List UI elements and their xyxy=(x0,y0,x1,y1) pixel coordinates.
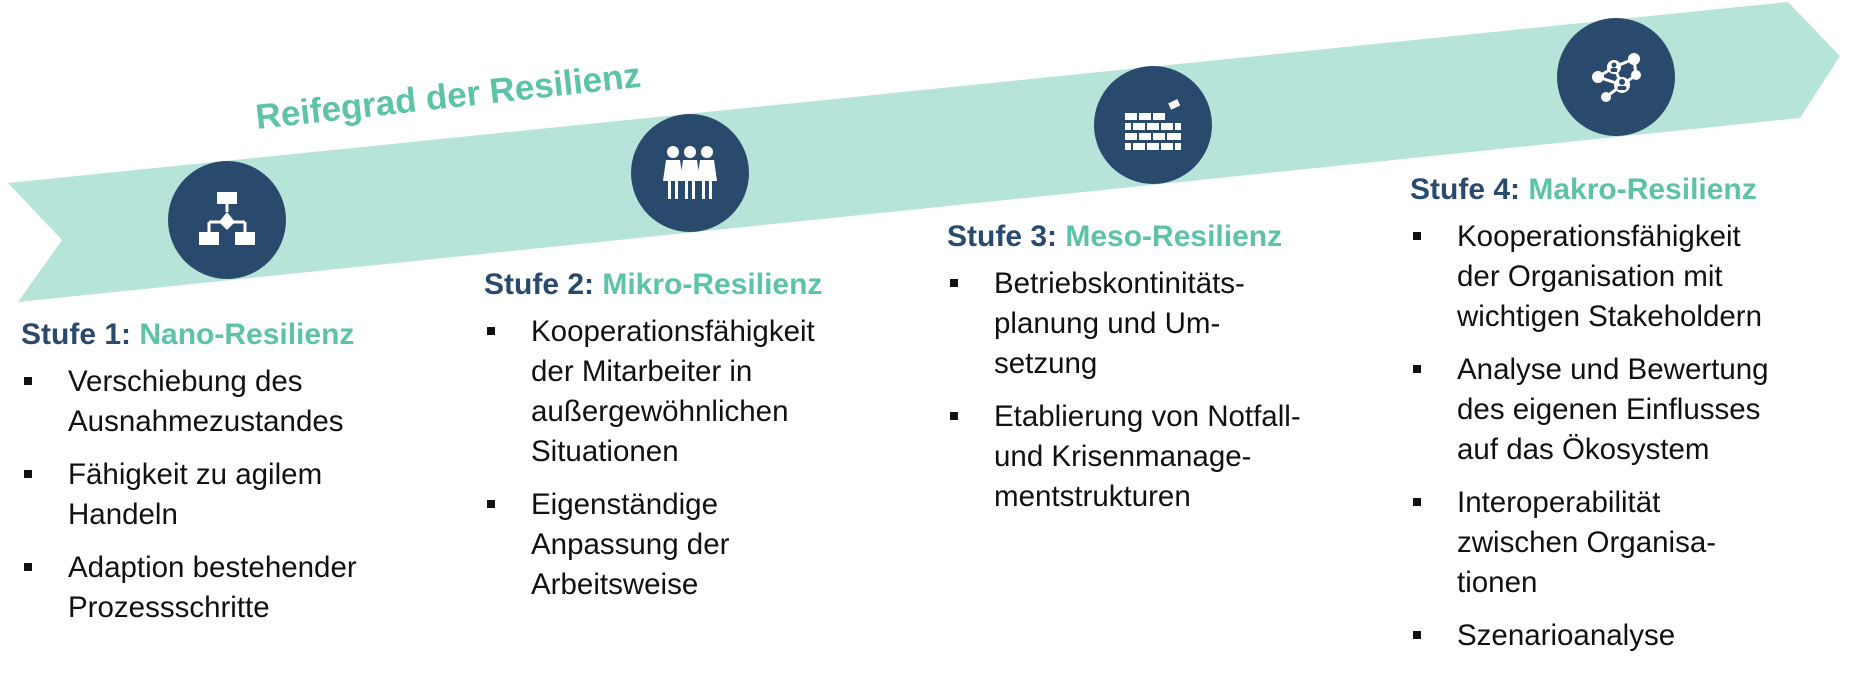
maturity-arrow-shape xyxy=(8,2,1840,302)
stage-2-icon-circle xyxy=(631,114,749,232)
stage-2: Stufe 2: Mikro-Resilienz Kooperationsfäh… xyxy=(484,268,822,618)
stage-4: Stufe 4: Makro-Resilienz Kooperationsfäh… xyxy=(1410,173,1769,669)
stage-1-name: Nano-Resilienz xyxy=(139,318,355,351)
stage-3-item: Betriebskontinitäts- planung und Um- set… xyxy=(947,264,1301,384)
stage-4-item: Analyse und Bewertung des eigenen Einflu… xyxy=(1410,350,1769,470)
stage-1-heading: Stufe 1: Nano-Resilienz xyxy=(21,318,357,352)
stage-3: Stufe 3: Meso-Resilienz Betriebskontinit… xyxy=(947,220,1301,530)
stage-3-prefix: Stufe 3: xyxy=(947,220,1058,253)
stage-3-icon-circle xyxy=(1094,66,1212,184)
stage-3-heading: Stufe 3: Meso-Resilienz xyxy=(947,220,1301,254)
stage-1-list: Verschiebung des Ausnahmezustandes Fähig… xyxy=(21,362,357,628)
network-icon xyxy=(1592,53,1641,102)
stage-4-heading: Stufe 4: Makro-Resilienz xyxy=(1410,173,1769,207)
stage-4-list: Kooperationsfähigkeit der Organisation m… xyxy=(1410,217,1769,656)
stage-2-item: Eigenständige Anpassung der Arbeitsweise xyxy=(484,485,822,605)
stage-4-prefix: Stufe 4: xyxy=(1410,173,1521,206)
stage-4-icon-circle xyxy=(1557,18,1675,136)
stage-3-item: Etablierung von Notfall- und Krisenmanag… xyxy=(947,397,1301,517)
team-people-icon xyxy=(663,146,717,199)
stage-1: Stufe 1: Nano-Resilienz Verschiebung des… xyxy=(21,318,357,641)
stage-1-prefix: Stufe 1: xyxy=(21,318,132,351)
stage-2-list: Kooperationsfähigkeit der Mitarbeiter in… xyxy=(484,312,822,605)
stage-1-item: Adaption bestehender Prozessschritte xyxy=(21,548,357,628)
brick-wall-icon xyxy=(1125,99,1181,150)
stage-4-item: Interoperabilität zwischen Organisa- tio… xyxy=(1410,483,1769,603)
stage-4-item: Szenarioanalyse xyxy=(1410,616,1769,656)
stage-2-heading: Stufe 2: Mikro-Resilienz xyxy=(484,268,822,302)
stage-2-name: Mikro-Resilienz xyxy=(602,268,823,301)
stage-3-name: Meso-Resilienz xyxy=(1065,220,1283,253)
stage-1-item: Fähigkeit zu agilem Handeln xyxy=(21,455,357,535)
stage-1-icon-circle xyxy=(168,161,286,279)
stage-2-item: Kooperationsfähigkeit der Mitarbeiter in… xyxy=(484,312,822,472)
stage-4-item: Kooperationsfähigkeit der Organisation m… xyxy=(1410,217,1769,337)
stage-3-list: Betriebskontinitäts- planung und Um- set… xyxy=(947,264,1301,517)
stage-1-item: Verschiebung des Ausnahmezustandes xyxy=(21,362,357,442)
stage-4-name: Makro-Resilienz xyxy=(1528,173,1757,206)
flowchart-icon xyxy=(199,192,255,245)
stage-2-prefix: Stufe 2: xyxy=(484,268,595,301)
